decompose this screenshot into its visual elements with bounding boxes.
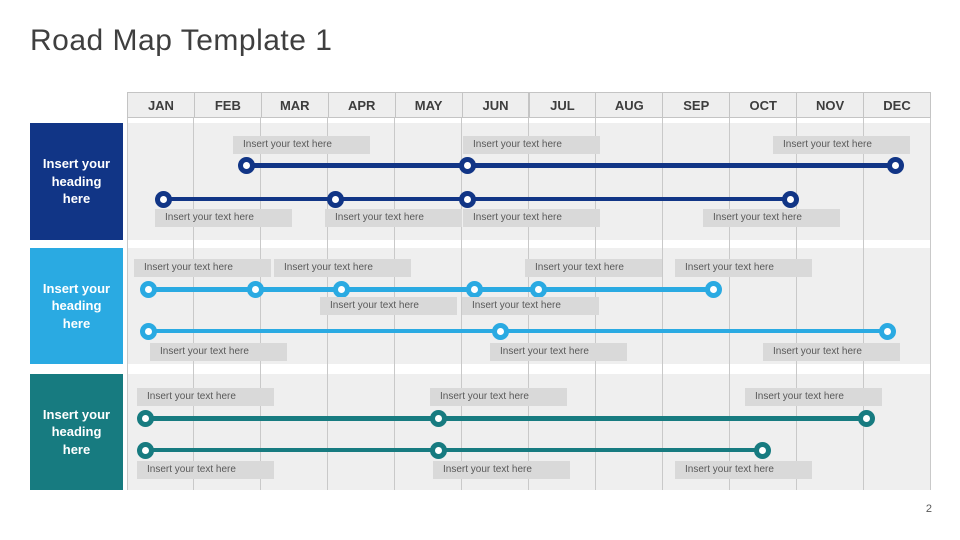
milestone-marker [753,441,771,459]
text-placeholder-chip[interactable]: Insert your text here [675,259,812,277]
gridline [728,118,730,490]
gridline [193,118,195,490]
text-placeholder-chip[interactable]: Insert your text here [703,209,840,227]
milestone-marker [429,409,447,427]
heading-placeholder-text: Insert your heading here [42,406,111,457]
text-placeholder-chip[interactable]: Insert your text here [745,388,882,406]
text-placeholder-chip[interactable]: Insert your text here [150,343,287,361]
text-placeholder-chip[interactable]: Insert your text here [155,209,292,227]
milestone-marker [139,280,157,298]
row-1-heading-block[interactable]: Insert your heading here [30,123,123,240]
row-3-timeline-bar [145,415,866,421]
month-header-apr: APR [327,92,396,118]
text-placeholder-chip[interactable]: Insert your text here [430,388,567,406]
row-1-timeline-bar [246,162,895,168]
milestone-marker [878,322,896,340]
month-header-feb: FEB [193,92,262,118]
month-header-jan: JAN [127,92,195,118]
milestone-marker [136,441,154,459]
month-header-mar: MAR [260,92,329,118]
milestone-marker [154,190,172,208]
month-header-aug: AUG [595,92,664,118]
row-2-timeline-bar [148,286,713,292]
row-2-heading-block[interactable]: Insert your heading here [30,248,123,364]
milestone-marker [529,280,547,298]
text-placeholder-chip[interactable]: Insert your text here [463,136,600,154]
gridline [126,118,128,490]
row-2-timeline-bar [148,329,887,333]
month-header-sep: SEP [662,92,731,118]
text-placeholder-chip[interactable]: Insert your text here [320,297,457,315]
milestone-marker [237,156,255,174]
text-placeholder-chip[interactable]: Insert your text here [490,343,627,361]
milestone-marker [886,156,904,174]
gridline [862,118,864,490]
milestone-marker [326,190,344,208]
month-header-oct: OCT [729,92,798,118]
gridline [795,118,797,490]
month-header-jun: JUN [461,92,530,118]
text-placeholder-chip[interactable]: Insert your text here [525,259,662,277]
milestone-marker [458,190,476,208]
text-placeholder-chip[interactable]: Insert your text here [137,461,274,479]
milestone-marker [857,409,875,427]
text-placeholder-chip[interactable]: Insert your text here [462,297,599,315]
text-placeholder-chip[interactable]: Insert your text here [134,259,271,277]
milestone-marker [139,322,157,340]
heading-placeholder-text: Insert your heading here [42,280,111,331]
milestone-marker [781,190,799,208]
milestone-marker [465,280,483,298]
text-placeholder-chip[interactable]: Insert your text here [274,259,411,277]
text-placeholder-chip[interactable]: Insert your text here [463,209,600,227]
month-header-jul: JUL [528,92,597,118]
text-placeholder-chip[interactable]: Insert your text here [675,461,812,479]
text-placeholder-chip[interactable]: Insert your text here [137,388,274,406]
row-1-timeline-bar [163,197,790,201]
page-number: 2 [925,503,932,515]
milestone-marker [246,280,264,298]
row-3-timeline-bar [145,448,762,452]
milestone-marker [332,280,350,298]
gridline [260,118,262,490]
heading-placeholder-text: Insert your heading here [42,156,111,207]
text-placeholder-chip[interactable]: Insert your text here [773,136,910,154]
text-placeholder-chip[interactable]: Insert your text here [433,461,570,479]
text-placeholder-chip[interactable]: Insert your text here [233,136,370,154]
milestone-marker [458,156,476,174]
gridline [661,118,663,490]
month-header-nov: NOV [796,92,865,118]
text-placeholder-chip[interactable]: Insert your text here [763,343,900,361]
month-header-may: MAY [394,92,463,118]
row-3-heading-block[interactable]: Insert your heading here [30,374,123,490]
text-placeholder-chip[interactable]: Insert your text here [325,209,462,227]
milestone-marker [491,322,509,340]
milestone-marker [429,441,447,459]
page-title: Road Map Template 1 [30,24,333,57]
milestone-marker [704,280,722,298]
month-header-dec: DEC [863,92,931,118]
gridline [929,118,931,490]
gridline [461,118,463,490]
milestone-marker [136,409,154,427]
